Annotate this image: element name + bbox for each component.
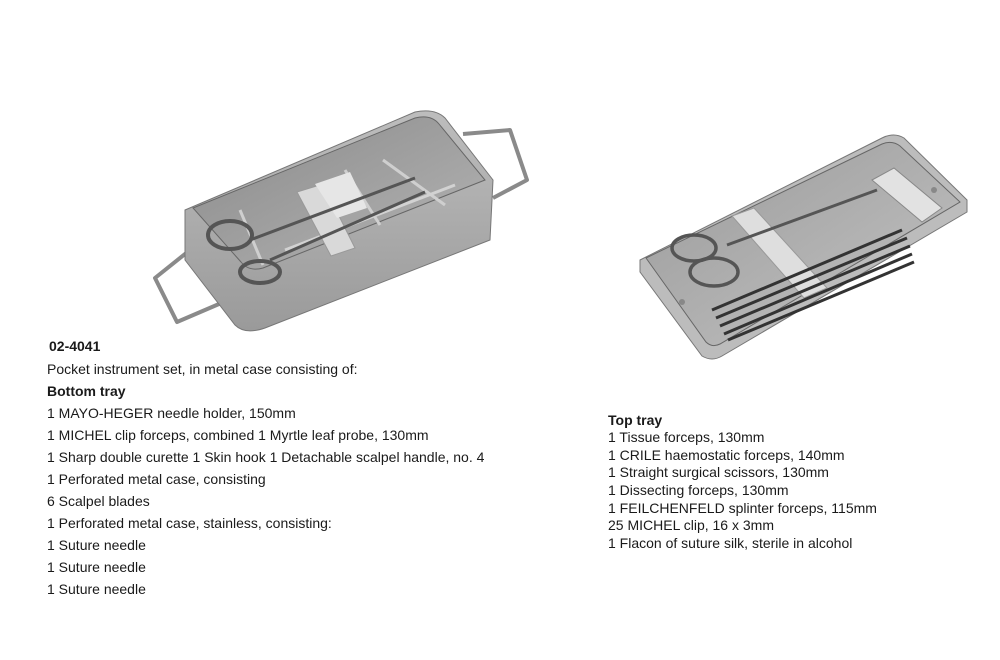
top-tray-image	[639, 134, 968, 360]
list-item: 1 Tissue forceps, 130mm	[608, 429, 765, 445]
product-description: Pocket instrument set, in metal case con…	[47, 361, 358, 377]
list-item: 1 Suture needle	[47, 559, 146, 575]
list-item: 1 MICHEL clip forceps, combined 1 Myrtle…	[47, 427, 429, 443]
list-item: 25 MICHEL clip, 16 x 3mm	[608, 517, 774, 534]
list-item: 1 Perforated metal case, stainless, cons…	[47, 515, 332, 531]
top-tray-heading: Top tray	[608, 412, 663, 428]
list-item: 1 MAYO-HEGER needle holder, 150mm	[47, 405, 296, 421]
list-item: 1 Perforated metal case, consisting	[47, 471, 266, 487]
list-item: 1 Sharp double curette 1 Skin hook 1 Det…	[47, 449, 485, 465]
bottom-tray-description: 02-4041 Pocket instrument set, in metal …	[47, 338, 607, 600]
bottom-tray-image	[153, 110, 529, 332]
top-tray-description: Top tray 1 Tissue forceps, 130mm 1 CRILE…	[608, 411, 978, 553]
list-item: 1 Suture needle	[47, 537, 146, 553]
list-item: 1 FEILCHENFELD splinter forceps, 115mm	[608, 499, 877, 516]
list-item: 1 CRILE haemostatic forceps, 140mm	[608, 446, 845, 463]
list-item: 6 Scalpel blades	[47, 493, 150, 509]
list-item: 1 Flacon of suture silk, sterile in alco…	[608, 535, 853, 552]
list-item: 1 Suture needle	[47, 581, 146, 597]
bottom-tray-heading: Bottom tray	[47, 383, 126, 399]
product-code: 02-4041	[49, 338, 101, 354]
list-item: 1 Dissecting forceps, 130mm	[608, 482, 789, 499]
list-item: 1 Straight surgical scissors, 130mm	[608, 464, 829, 481]
